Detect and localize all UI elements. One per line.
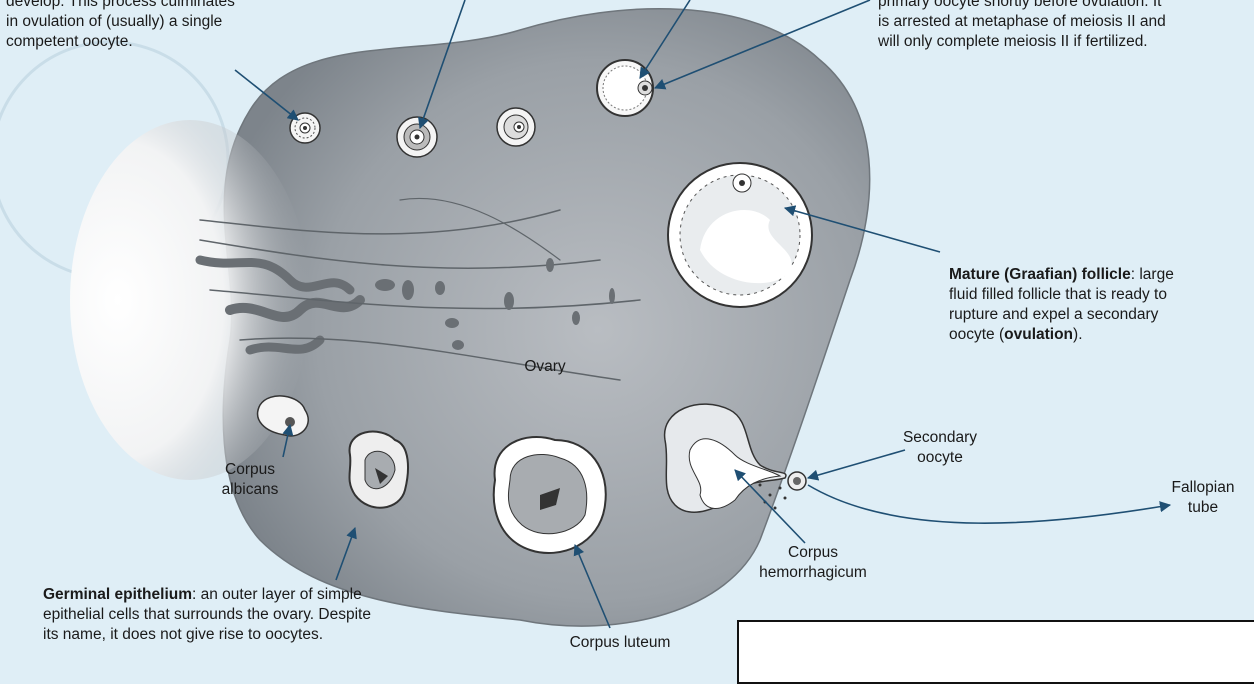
ovary-label-text: Ovary [505,357,585,377]
corpus-alb-label-2: albicans [195,480,305,500]
germinal-desc-line-2: epithelial cells that surrounds the ovar… [43,605,463,625]
germinal-epithelium-description: Germinal epithelium: an outer layer of s… [43,585,463,645]
fallopian-tube-label: Fallopian tube [1158,478,1248,518]
intro-line-1: develop. This process culminates [6,0,306,12]
corpus-luteum-label: Corpus luteum [560,633,680,653]
fallopian-label-1: Fallopian [1158,478,1248,498]
mature-follicle-term: Mature (Graafian) follicle [949,266,1131,283]
corpus-hem-label-2: hemorrhagicum [738,563,888,583]
corpus-hem-label-1: Corpus [738,543,888,563]
antral-follicle [597,60,653,116]
secondary-oocyte-description: primary oocyte shortly before ovulation.… [878,0,1254,52]
mature-desc-line-1: Mature (Graafian) follicle: large [949,265,1249,285]
germinal-desc-line-1: Germinal epithelium: an outer layer of s… [43,585,463,605]
intro-text: develop. This process culminates in ovul… [6,0,306,52]
corpus-hemorrhagicum-label: Corpus hemorrhagicum [738,543,888,583]
germinal-desc-line-3: its name, it does not give rise to oocyt… [43,625,463,645]
secondary-desc-line-3: will only complete meiosis II if fertili… [878,32,1254,52]
mature-desc-rest: : large [1131,266,1174,283]
secondary-desc-line-1: primary oocyte shortly before ovulation.… [878,0,1254,12]
secondary-oocyte-shape [788,472,806,490]
germinal-desc-rest: : an outer layer of simple [192,586,362,603]
secondary-follicle [497,108,535,146]
mature-desc-line-2: fluid filled follicle that is ready to [949,285,1249,305]
fallopian-label-2: tube [1158,498,1248,518]
intro-line-3: competent oocyte. [6,32,306,52]
intro-line-2: in ovulation of (usually) a single [6,12,306,32]
corpus-luteum-shape [494,437,606,553]
corpus-albicans-label: Corpus albicans [195,460,305,500]
corpus-alb-label-1: Corpus [195,460,305,480]
ovary-label: Ovary [505,357,585,377]
secondary-oocyte-label-2: oocyte [880,448,1000,468]
mature-desc-line-4: oocyte (ovulation). [949,325,1249,345]
secondary-oocyte-label: Secondary oocyte [880,428,1000,468]
germinal-epithelium-term: Germinal epithelium [43,586,192,603]
secondary-desc-line-2: is arrested at metaphase of meiosis II a… [878,12,1254,32]
corpus-luteum-label-text: Corpus luteum [560,633,680,653]
ovulation-term: ovulation [1004,326,1073,343]
mature-graafian-follicle [668,163,812,307]
mature-desc-line-4a: oocyte ( [949,326,1004,343]
secondary-oocyte-label-1: Secondary [880,428,1000,448]
answer-box [737,620,1254,684]
mature-desc-line-4b: ). [1073,326,1082,343]
mature-follicle-description: Mature (Graafian) follicle: large fluid … [949,265,1249,345]
primary-follicle [397,117,437,157]
mature-desc-line-3: rupture and expel a secondary [949,305,1249,325]
developing-corpus-luteum [349,432,408,508]
